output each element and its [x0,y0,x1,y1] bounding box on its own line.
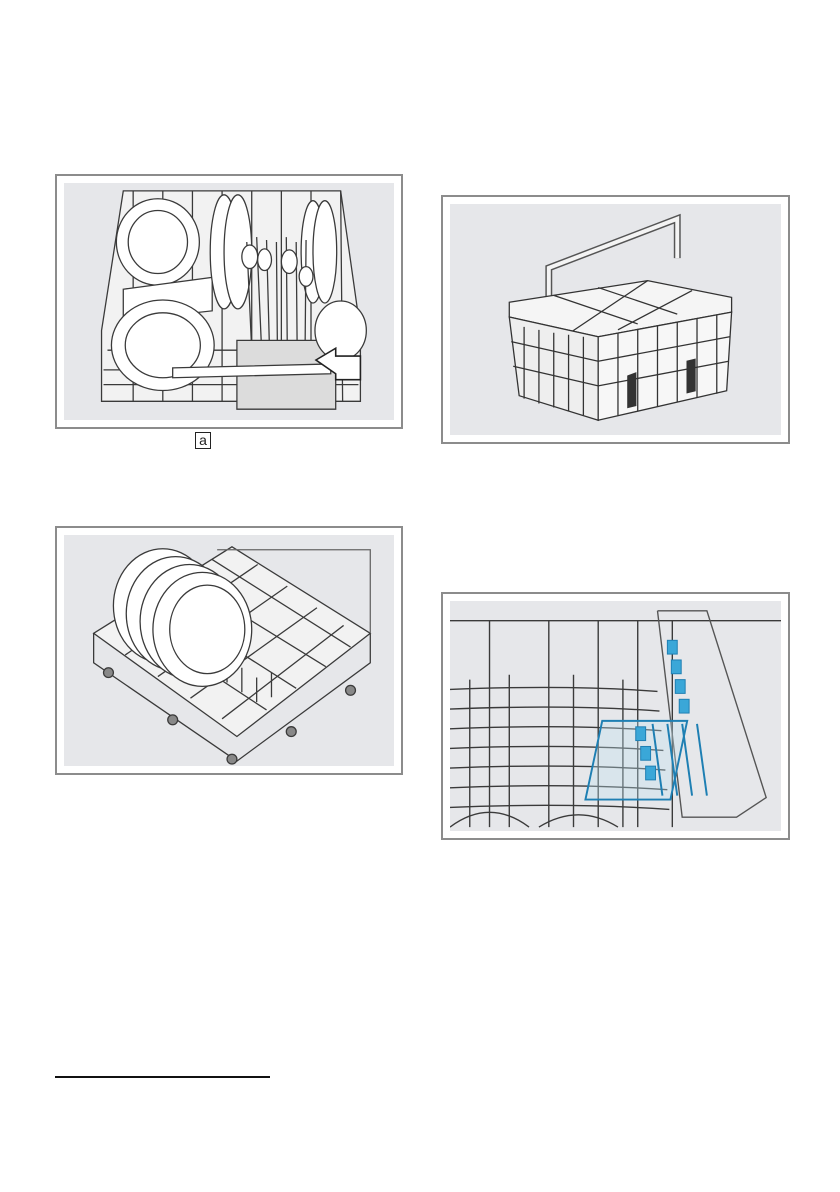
figure-lower-basket [55,526,403,775]
figure-cutlery-basket [441,195,790,444]
figure-panel [450,601,781,831]
footnote-divider [55,1076,270,1078]
folding-rack-illustration [450,601,781,831]
figure-panel [64,535,394,766]
figure-folding-rack [441,592,790,840]
callout-label-a: a [195,432,211,449]
figure-upper-basket [55,174,403,429]
figure-panel [450,204,781,435]
upper-basket-illustration [64,183,394,420]
figure-panel [64,183,394,420]
cutlery-basket-illustration [450,204,781,435]
lower-basket-illustration [64,535,394,766]
